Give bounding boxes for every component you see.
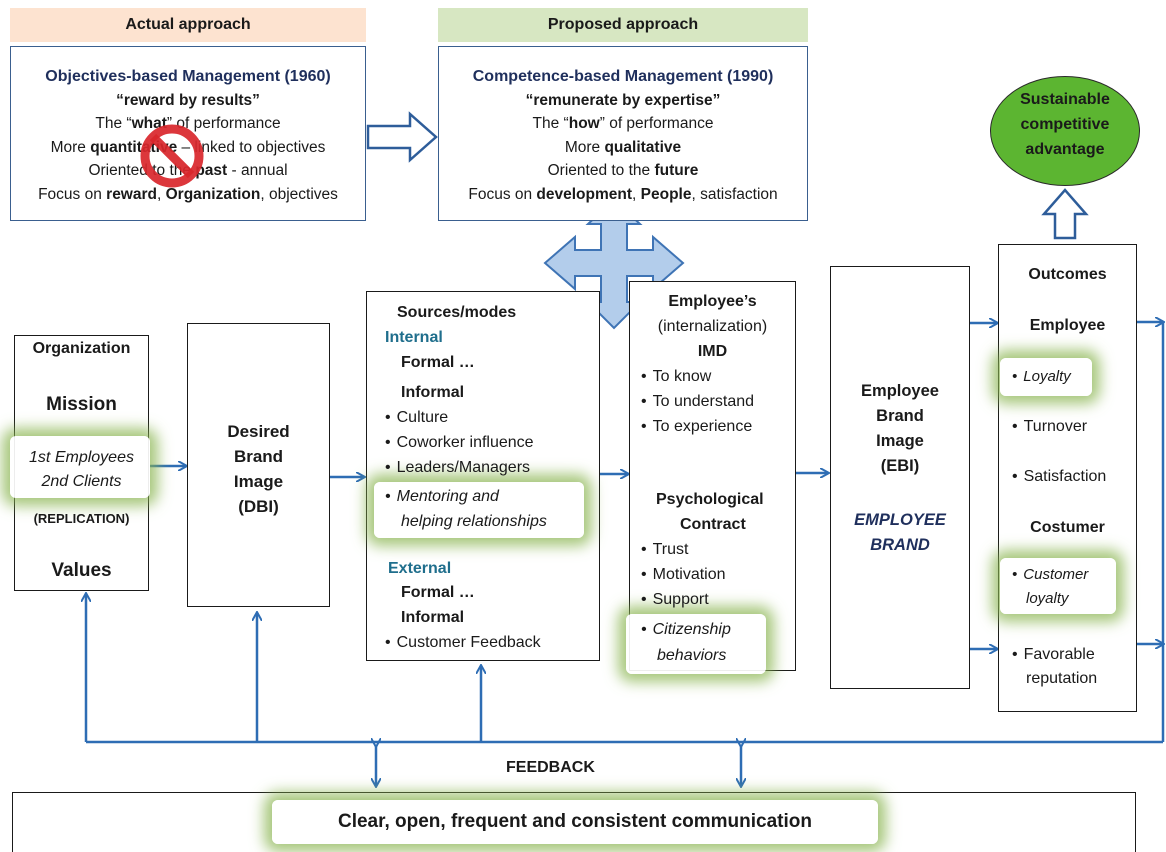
actual-line-1: The “what” of performance: [95, 115, 281, 132]
values-label: Values: [51, 560, 112, 581]
outcomes-employee: Employee: [1029, 317, 1106, 334]
actual-title: Objectives-based Management (1960): [45, 68, 331, 85]
proposed-line-2: More qualitative: [564, 138, 682, 156]
sustainable-advantage-ellipse: Sustainable competitive advantage: [990, 76, 1140, 186]
internal-label: Internal: [385, 329, 443, 346]
outcomes-title: Outcomes: [1028, 266, 1107, 283]
source-customer-feedback: Customer Feedback: [385, 634, 541, 652]
outcome-up-arrow: [1041, 188, 1089, 240]
actual-line-3: Oriented to the past - annual: [88, 162, 288, 179]
outcome-reputation: reputation: [1026, 670, 1098, 687]
psych-motivation: Motivation: [641, 566, 726, 584]
proposed-line-3: Oriented to the future: [547, 162, 699, 179]
imd-to-know: To know: [641, 368, 712, 386]
communication-highlight: [272, 800, 878, 844]
employee-brand-image-box: [830, 266, 970, 689]
psych-citizenship-line1: Citizenship: [641, 621, 731, 639]
source-mentoring-line2: helping relationships: [401, 513, 547, 530]
actual-quote: “reward by results”: [116, 91, 260, 109]
outcome-favorable: Favorable: [1012, 646, 1095, 664]
second-clients: 2nd Clients: [41, 473, 122, 490]
contract-label: Contract: [680, 516, 746, 533]
outcome-customer-loyalty-line1: Customer: [1012, 566, 1088, 583]
source-culture: Culture: [385, 409, 449, 427]
first-employees: 1st Employees: [29, 449, 134, 466]
outcome-turnover: Turnover: [1012, 418, 1087, 436]
outcome-loyalty: Loyalty: [1012, 368, 1071, 385]
psychological-label: Psychological: [656, 491, 764, 508]
approach-transition-arrow: [366, 111, 438, 163]
external-label: External: [388, 560, 452, 577]
actual-approach-box: Objectives-based Management (1960) “rewa…: [10, 46, 366, 221]
desired-brand-image-box: [187, 323, 330, 607]
internal-informal: Informal: [401, 384, 465, 401]
proposed-title: Competence-based Management (1990): [472, 68, 774, 85]
proposed-line-1: The “how” of performance: [532, 115, 714, 132]
outcome-customer-loyalty-line2: loyalty: [1026, 590, 1069, 607]
four-way-arrow: [543, 198, 685, 330]
internal-formal: Formal …: [401, 354, 475, 371]
feedback-label: FEEDBACK: [506, 759, 595, 776]
proposed-approach-box: Competence-based Management (1990) “remu…: [438, 46, 808, 221]
outcome-satisfaction: Satisfaction: [1012, 468, 1107, 486]
proposed-quote: “remunerate by expertise”: [525, 91, 721, 109]
proposed-approach-header: Proposed approach: [438, 8, 808, 42]
external-informal: Informal: [401, 609, 465, 626]
internalization-label: (internalization): [657, 318, 768, 335]
source-mentoring-line1: Mentoring and: [385, 488, 499, 506]
source-leaders-managers: Leaders/Managers: [385, 459, 530, 477]
employees-clients-highlight: [10, 436, 150, 498]
communication-label: Clear, open, frequent and consistent com…: [337, 811, 813, 832]
psych-trust: Trust: [641, 541, 689, 559]
imd-to-understand: To understand: [641, 393, 754, 411]
mission-label: Mission: [46, 394, 117, 415]
psych-citizenship-line2: behaviors: [657, 647, 727, 664]
sources-title: Sources/modes: [397, 304, 517, 321]
source-coworker-influence: Coworker influence: [385, 434, 534, 452]
organization-title: Organization: [32, 340, 131, 357]
actual-line-2: More quantitative – linked to objectives: [50, 138, 326, 156]
imd-label: IMD: [697, 343, 728, 360]
external-formal: Formal …: [401, 584, 475, 601]
proposed-line-4: Focus on development, People, satisfacti…: [468, 185, 778, 203]
actual-approach-header: Actual approach: [10, 8, 366, 42]
employees-title: Employee’s: [668, 293, 757, 310]
employees-internalization-box: [629, 281, 796, 671]
actual-line-4: Focus on reward, Organization, objective…: [38, 185, 338, 203]
replication-label: (REPLICATION): [33, 511, 130, 526]
outcomes-costumer: Costumer: [1030, 519, 1105, 536]
imd-to-experience: To experience: [641, 418, 753, 436]
psych-support: Support: [641, 591, 709, 609]
